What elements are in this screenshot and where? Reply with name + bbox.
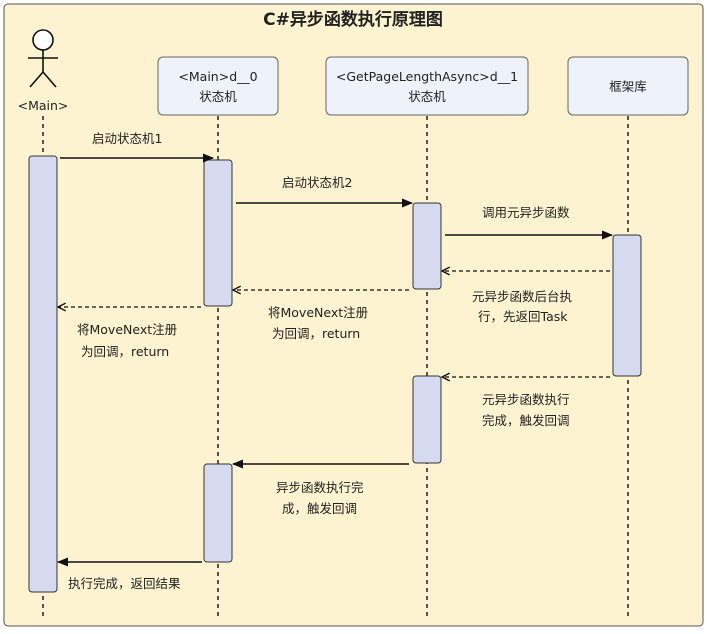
message-label: 异步函数执行完 <box>276 480 364 495</box>
message-register-callback-sm2: 将MoveNext注册 为回调，return <box>233 290 409 341</box>
participant-label: <GetPageLengthAsync>d__1 <box>336 69 518 84</box>
message-label: 启动状态机1 <box>92 131 162 146</box>
message-label: 执行完成，返回结果 <box>68 576 181 591</box>
message-label: 行，先返回Task <box>478 309 568 324</box>
message-call-async-function: 调用元异步函数 <box>445 205 614 240</box>
message-async-complete-callback: 元异步函数执行 完成，触发回调 <box>442 377 610 428</box>
participant-framework-library: 框架库 <box>567 56 689 116</box>
participant-main-state-machine: <Main>d__0 状态机 <box>157 56 279 116</box>
message-label: 将MoveNext注册 <box>268 305 368 320</box>
stick-figure-icon <box>28 29 58 88</box>
message-label: 成，触发回调 <box>282 501 357 516</box>
participant-label: 框架库 <box>609 79 647 94</box>
activation-bars <box>28 155 642 593</box>
message-label: 为回调，return <box>81 344 169 359</box>
message-start-sm2: 启动状态机2 <box>236 175 414 208</box>
message-label: 完成，触发回调 <box>482 413 570 428</box>
message-label: 元异步函数执行 <box>482 392 570 407</box>
participant-label: <Main>d__0 <box>178 69 257 84</box>
diagram-frame <box>3 3 704 627</box>
message-label: 为回调，return <box>272 326 360 341</box>
activation-bar-main <box>28 155 58 593</box>
participant-async-state-machine: <GetPageLengthAsync>d__1 状态机 <box>325 56 529 116</box>
activation-bar-main-sm-1 <box>203 159 233 307</box>
message-label: 将MoveNext注册 <box>77 322 177 337</box>
messages: 启动状态机1 启动状态机2 调用元异步函数 元异步函数后台执 行，先返回Task… <box>56 131 614 591</box>
actor-label: <Main> <box>18 98 69 113</box>
message-return-result: 执行完成，返回结果 <box>56 557 202 591</box>
actor: <Main> <box>18 29 69 113</box>
message-trigger-callback-sm1: 异步函数执行完 成，触发回调 <box>231 459 409 516</box>
message-start-sm1: 启动状态机1 <box>60 131 215 163</box>
participant-sublabel: 状态机 <box>199 89 237 104</box>
activation-bar-framework <box>612 234 642 377</box>
message-register-callback-sm1: 将MoveNext注册 为回调，return <box>58 307 201 359</box>
activation-bar-async-sm-1 <box>412 202 442 290</box>
message-label: 启动状态机2 <box>282 175 352 190</box>
message-label: 调用元异步函数 <box>482 205 570 220</box>
activation-bar-main-sm-2 <box>203 463 233 563</box>
diagram-title: C#异步函数执行原理图 <box>263 9 443 30</box>
participant-sublabel: 状态机 <box>408 89 446 104</box>
message-label: 元异步函数后台执 <box>472 289 573 304</box>
activation-bar-async-sm-2 <box>412 375 442 464</box>
message-return-task: 元异步函数后台执 行，先返回Task <box>442 271 610 324</box>
